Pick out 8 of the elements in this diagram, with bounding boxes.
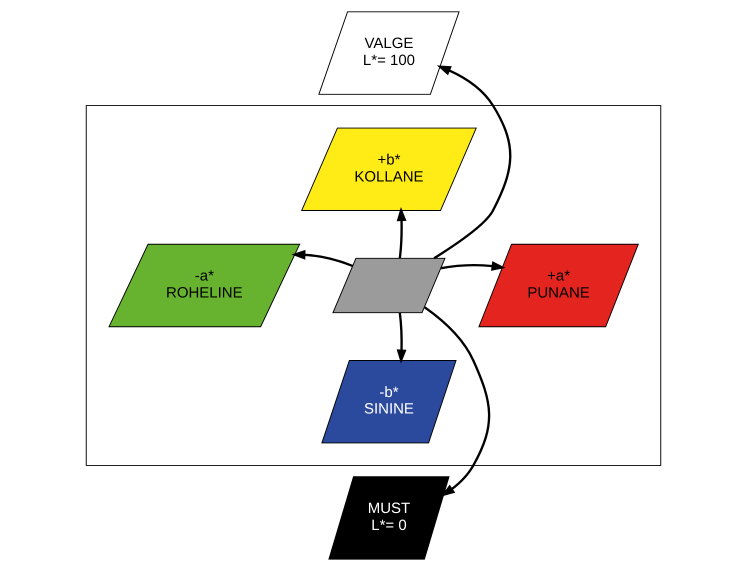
arrow (290, 250, 352, 268)
cluster (85, 105, 661, 466)
arrow (440, 261, 506, 271)
node-parallelogram (332, 258, 446, 314)
arrow (396, 312, 406, 364)
arrow (424, 306, 490, 497)
arrow (432, 65, 511, 260)
arrow (396, 207, 406, 258)
